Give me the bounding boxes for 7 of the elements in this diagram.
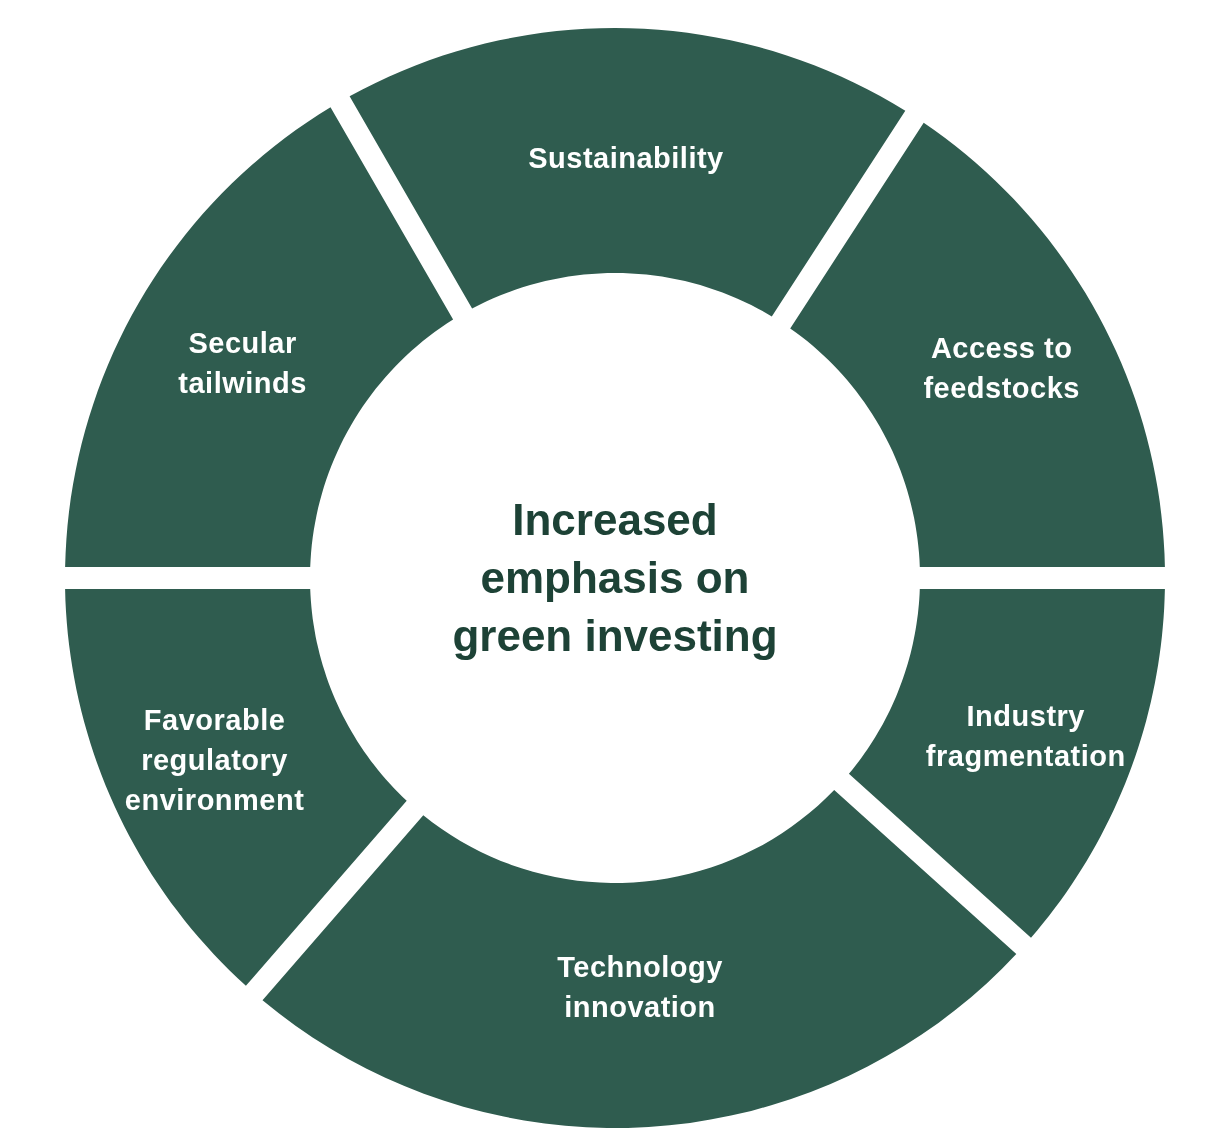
segment-label: Technology innovation	[556, 950, 724, 1026]
segment-label: Sustainability	[527, 141, 725, 177]
segment-label: Favorable regulatory environment	[123, 703, 306, 819]
segment-label: Access to feedstocks	[922, 331, 1081, 407]
segment-label: Industry fragmentation	[924, 698, 1127, 774]
center-heading: Increased emphasis on green investing	[451, 494, 779, 662]
segment-label: Secular tailwinds	[177, 326, 308, 401]
